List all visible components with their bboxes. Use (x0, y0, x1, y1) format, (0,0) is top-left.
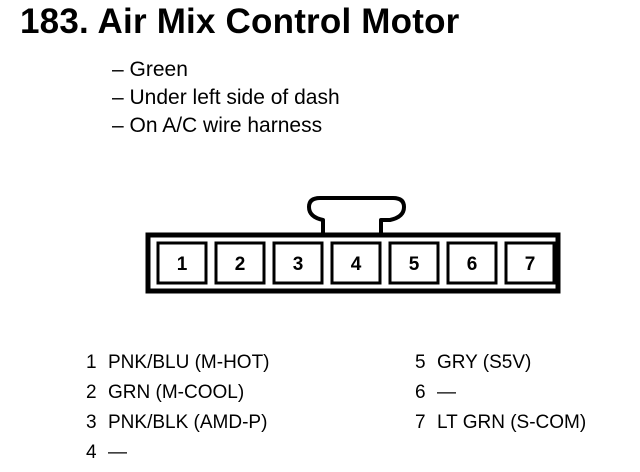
pin-cell-4 (330, 241, 382, 285)
pin-row-description: PNK/BLU (M-HOT) (108, 352, 270, 373)
pin-number-7: 7 (525, 254, 536, 275)
pin-row: 5 GRY (S5V) (415, 348, 586, 378)
connector-diagram: 1 2 3 4 5 6 7 (145, 196, 561, 294)
pin-number-2: 2 (235, 254, 246, 275)
pin-number-1: 1 (177, 254, 188, 275)
pin-row-description: PNK/BLK (AMD-P) (108, 412, 268, 433)
pin-row-number: 4 (86, 442, 97, 463)
pin-row-number: 3 (86, 412, 97, 433)
pin-number-3: 3 (293, 254, 304, 275)
pin-row-number: 1 (86, 352, 97, 373)
pin-list-left: 1 PNK/BLU (M-HOT) 2 GRN (M-COOL) 3 PNK/BLK … (86, 348, 270, 468)
pin-row-number: 2 (86, 382, 97, 403)
pin-row: 3 PNK/BLK (AMD-P) (86, 408, 270, 438)
pin-cell-5 (388, 241, 440, 285)
pin-row-number: 7 (415, 412, 426, 433)
pin-row-description: LT GRN (S-COM) (437, 412, 587, 433)
pin-row: 2 GRN (M-COOL) (86, 378, 270, 408)
location-notes: – Green – Under left side of dash – On A… (112, 56, 340, 140)
note-harness: – On A/C wire harness (112, 114, 323, 137)
pin-cell-1 (156, 241, 208, 285)
pin-cell-2 (214, 241, 266, 285)
pin-row: 1 PNK/BLU (M-HOT) (86, 348, 270, 378)
pin-number-4: 4 (351, 254, 362, 275)
pin-number-5: 5 (409, 254, 420, 275)
connector-lock-tab (307, 196, 406, 238)
pin-row: 6— (415, 378, 586, 408)
pin-cell-6 (446, 241, 498, 285)
pin-row: 7 LT GRN (S-COM) (415, 408, 586, 438)
pin-number-6: 6 (467, 254, 478, 275)
pin-row: 4— (86, 438, 270, 468)
pin-row-number: 6 (415, 382, 426, 403)
pin-row-description: GRN (M-COOL) (108, 382, 245, 403)
pin-row-description: — (108, 442, 127, 463)
pin-cell-3 (272, 241, 324, 285)
note-color: – Green (112, 58, 188, 81)
note-location: – Under left side of dash (112, 86, 340, 109)
pin-row-description: — (437, 382, 456, 403)
pin-row-number: 5 (415, 352, 426, 373)
page-title: 183. Air Mix Control Motor (20, 2, 460, 41)
pin-cell-7 (504, 241, 556, 285)
pin-row-description: GRY (S5V) (437, 352, 532, 373)
